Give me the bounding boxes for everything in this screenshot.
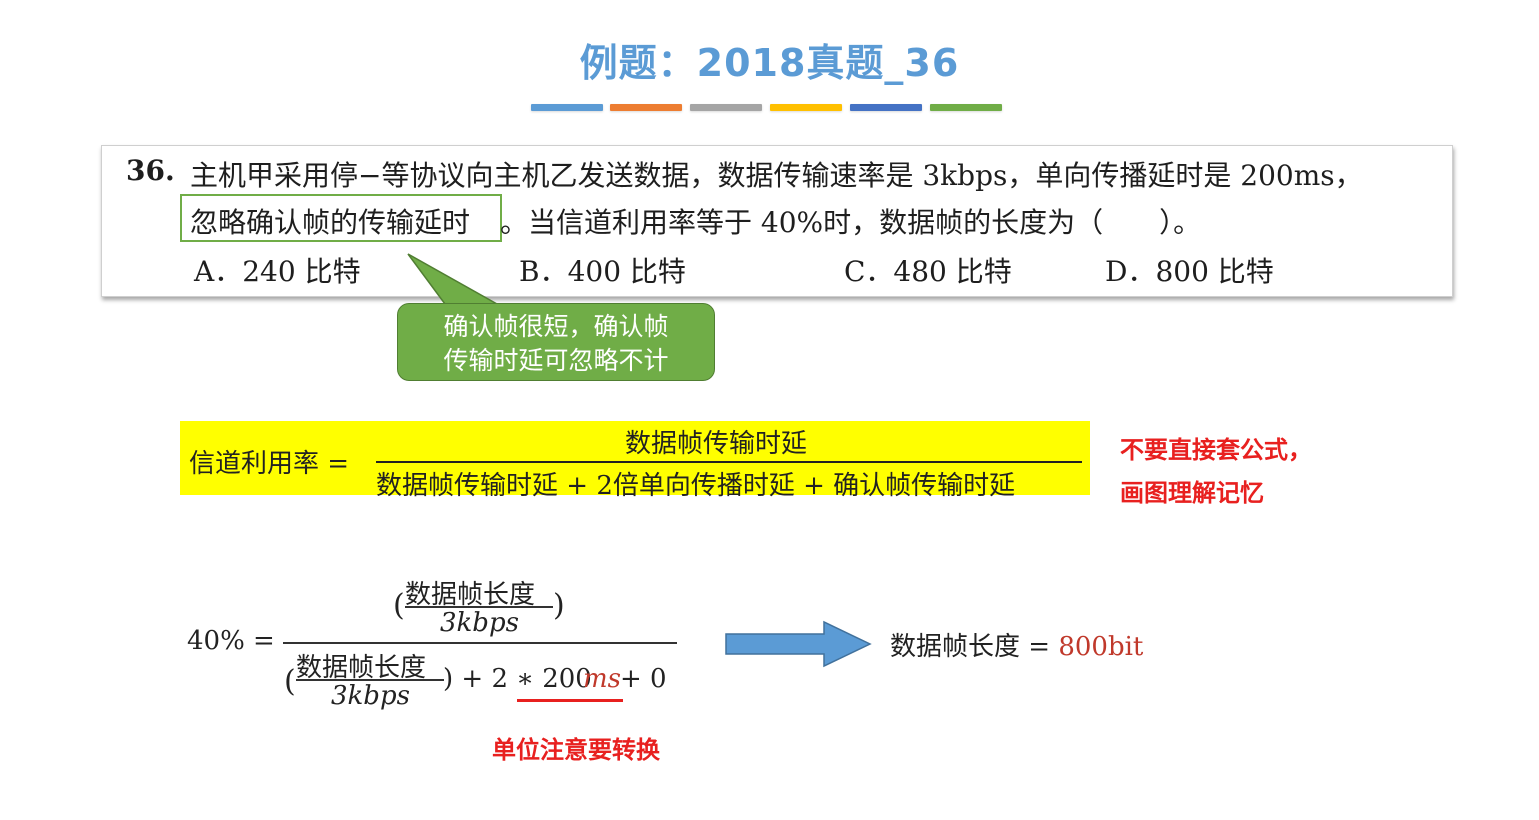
formula-lhs: 信道利用率 = <box>189 449 350 479</box>
calc-den-top: 数据帧长度 <box>296 653 427 683</box>
question-line-1: 主机甲采用停−等协议向主机乙发送数据，数据传输速率是 3kbps，单向传播延时是… <box>190 159 1363 192</box>
calc-num-bottom: 3kbps <box>440 608 519 638</box>
unit-note: 单位注意要转换 <box>492 736 660 764</box>
callout-bubble: 确认帧很短，确认帧 传输时延可忽略不计 <box>397 303 715 381</box>
calc-paren-open-1: ( <box>393 588 405 623</box>
result-label: 数据帧长度 = <box>890 632 1059 662</box>
question-number: 36. <box>126 154 175 187</box>
calc-lhs: 40% = <box>187 626 275 656</box>
calc-num-top: 数据帧长度 <box>405 580 536 610</box>
calc-den-bottom: 3kbps <box>331 681 410 711</box>
color-bar-5 <box>850 104 922 111</box>
calc-den-fraction-line <box>296 679 444 681</box>
color-bar-2 <box>610 104 682 111</box>
color-bar-3 <box>690 104 762 111</box>
option-a: A．240 比特 <box>194 255 361 288</box>
color-bar-6 <box>930 104 1002 111</box>
color-bar-4 <box>770 104 842 111</box>
formula-note-line-1: 不要直接套公式， <box>1120 436 1312 464</box>
callout-line-1: 确认帧很短，确认帧 <box>443 312 669 341</box>
formula-note-line-2: 画图理解记忆 <box>1120 479 1264 507</box>
formula-fraction-line <box>376 461 1082 463</box>
highlight-box <box>180 194 502 242</box>
question-box: 36. 主机甲采用停−等协议向主机乙发送数据，数据传输速率是 3kbps，单向传… <box>101 145 1453 297</box>
option-c: C．480 比特 <box>844 255 1012 288</box>
utilization-formula: 信道利用率 = 数据帧传输时延 数据帧传输时延 + 2倍单向传播时延 + 确认帧… <box>180 421 1090 501</box>
callout-line-2: 传输时延可忽略不计 <box>443 346 669 375</box>
question-highlight-text: 忽略确认帧的传输延时 <box>190 206 471 239</box>
unit-underline <box>517 699 623 702</box>
right-arrow-icon <box>725 620 872 668</box>
calc-den-rest-b: + 0 <box>620 664 667 694</box>
calc-den-unit: ms <box>583 664 621 694</box>
calc-paren-close-1: ) <box>553 588 565 623</box>
calc-paren-open-2: ( <box>284 664 296 699</box>
formula-denominator: 数据帧传输时延 + 2倍单向传播时延 + 确认帧传输时延 <box>376 471 1016 501</box>
option-b: B．400 比特 <box>519 255 686 288</box>
calc-den-rest: ) + 2 ∗ 200 <box>443 664 592 694</box>
calc-num-fraction-line <box>405 606 553 608</box>
calc-main-fraction-line <box>283 642 677 644</box>
color-bar-1 <box>531 104 603 111</box>
result-value: 800bit <box>1058 632 1144 662</box>
page-title: 例题：2018真题_36 <box>579 41 960 85</box>
option-d: D．800 比特 <box>1105 255 1274 288</box>
question-line-2: 。当信道利用率等于 40%时，数据帧的长度为（ ）。 <box>500 206 1202 239</box>
formula-numerator: 数据帧传输时延 <box>625 429 808 459</box>
result: 数据帧长度 = 800bit <box>890 626 1143 663</box>
